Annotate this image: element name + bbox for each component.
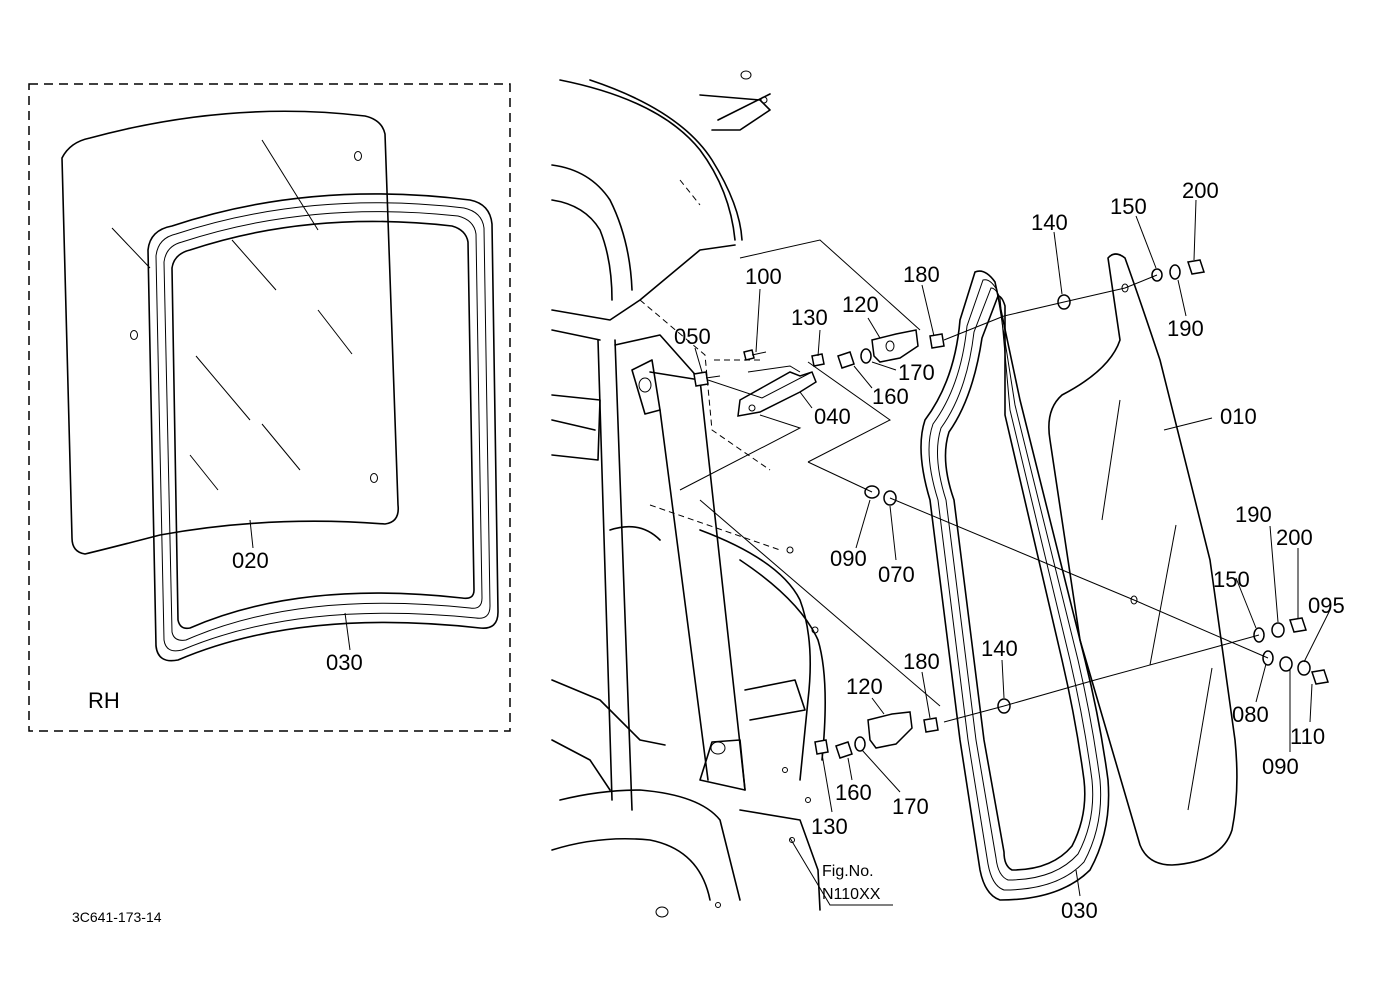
callout-170-upper: 170 [898, 360, 935, 385]
callout-050: 050 [674, 324, 711, 349]
callout-110: 110 [1290, 724, 1325, 749]
pin-180-lower [923, 717, 939, 733]
callout-170-lower: 170 [892, 794, 929, 819]
callout-030-inset: 030 [326, 650, 363, 675]
callout-100: 100 [745, 264, 782, 289]
callout-190-lower: 190 [1235, 502, 1272, 527]
callout-020: 020 [232, 548, 269, 573]
screw-130-upper [811, 353, 825, 367]
side-label-rh: RH [88, 688, 120, 713]
pin-180-upper [929, 333, 945, 349]
washer-090-lower [1279, 656, 1293, 672]
hinge-120-upper [871, 329, 919, 363]
callout-095: 095 [1308, 593, 1345, 618]
callout-010: 010 [1220, 404, 1257, 429]
weatherstrip-030 [920, 270, 1110, 901]
grommet-095 [1297, 660, 1311, 676]
glass-010 [1048, 253, 1238, 866]
callout-130-upper: 130 [791, 305, 828, 330]
callout-130-lower: 130 [811, 814, 848, 839]
callout-200-lower: 200 [1276, 525, 1313, 550]
callout-140-lower: 140 [981, 636, 1018, 661]
callouts: 100 130 120 180 140 150 200 190 050 170 … [674, 178, 1345, 923]
callout-180-lower: 180 [903, 649, 940, 674]
leaders [679, 199, 1331, 906]
callout-120-lower: 120 [846, 674, 883, 699]
callout-040: 040 [814, 404, 851, 429]
callout-200-upper: 200 [1182, 178, 1219, 203]
callout-090-lower: 090 [1262, 754, 1299, 779]
callout-120-upper: 120 [842, 292, 879, 317]
bracket-040 [737, 371, 817, 417]
callout-160-lower: 160 [835, 780, 872, 805]
figure-reference: Fig.No. N110XX [822, 863, 881, 903]
callout-030-main: 030 [1061, 898, 1098, 923]
cab-frame [551, 70, 826, 918]
callout-180-upper: 180 [903, 262, 940, 287]
callout-080: 080 [1232, 702, 1269, 727]
callout-070: 070 [878, 562, 915, 587]
spacer-160-lower [835, 741, 853, 759]
fig-number: N110XX [822, 886, 881, 903]
callout-090-mid: 090 [830, 546, 867, 571]
rh-inset: 020 030 RH [28, 83, 511, 732]
washer-170-upper [860, 348, 872, 364]
hinge-120-lower [867, 711, 913, 749]
bolt-050 [693, 371, 709, 387]
fig-label: Fig.No. [822, 863, 874, 880]
nut-110 [1311, 669, 1329, 685]
callout-150-lower: 150 [1213, 567, 1250, 592]
weatherstrip-030-inset [147, 193, 499, 662]
screw-100 [743, 349, 755, 361]
washer-190-lower [1271, 622, 1285, 638]
nut-200-upper [1187, 259, 1205, 275]
glass-pane-020 [61, 110, 400, 555]
hardware [693, 259, 1329, 759]
spacer-160-upper [837, 351, 855, 369]
nut-200-lower [1289, 617, 1307, 633]
inset-frame [28, 83, 511, 732]
washer-190-upper [1169, 264, 1181, 280]
callout-150-upper: 150 [1110, 194, 1147, 219]
callout-160-upper: 160 [872, 384, 909, 409]
screw-130-lower [814, 739, 829, 755]
callout-140-upper: 140 [1031, 210, 1068, 235]
callout-190-upper: 190 [1167, 316, 1204, 341]
drawing-code: 3C641-173-14 [72, 909, 162, 925]
washer-170-lower [854, 736, 866, 752]
